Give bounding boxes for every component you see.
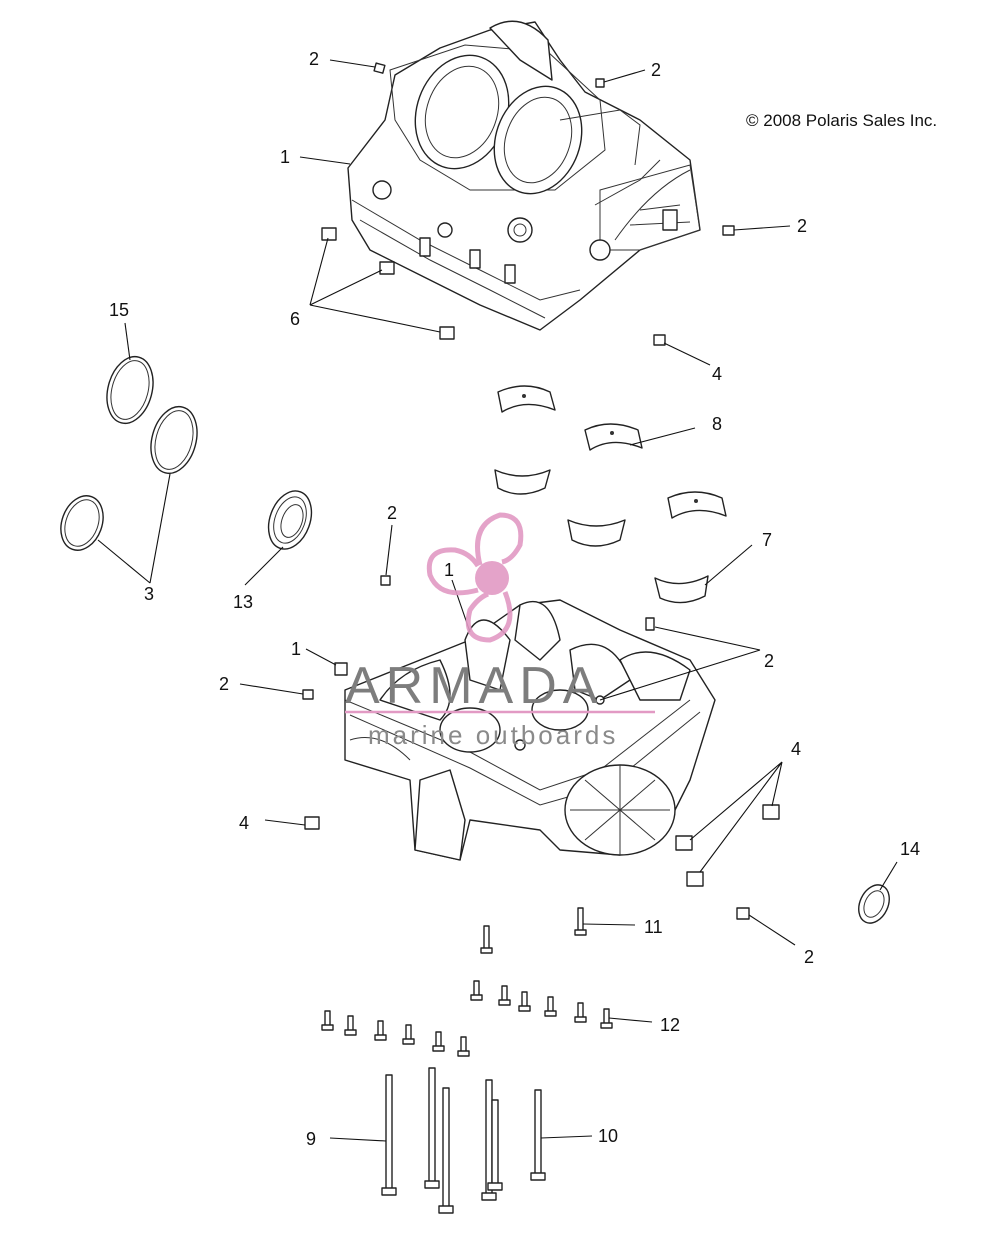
dowel-pins: [302, 62, 750, 920]
leader-lines: [97, 59, 898, 1142]
crank-seal: [858, 884, 890, 924]
callout-label: 4: [239, 813, 249, 833]
bearing-shell: [494, 469, 551, 495]
propeller-logo: [426, 512, 524, 643]
crank-seal: [267, 490, 313, 550]
callout-label: 1: [291, 639, 301, 659]
callout-label: 14: [900, 839, 920, 859]
callout-label: 1: [444, 560, 454, 580]
o-ring: [60, 495, 104, 551]
short-bolts: [321, 907, 613, 1057]
long-bolts: [381, 1067, 546, 1214]
callout-label: 11: [644, 917, 663, 937]
o-ring: [106, 355, 154, 425]
callout-label: 1: [280, 147, 290, 167]
callout-label: 4: [791, 739, 801, 759]
callout-label: 12: [660, 1015, 680, 1035]
bushings: [675, 804, 780, 887]
bearing-shell: [497, 385, 556, 413]
bearing-shell: [567, 519, 626, 547]
callout-label: 2: [309, 49, 319, 69]
callout-label: 2: [387, 503, 397, 523]
callout-label: 3: [144, 584, 154, 604]
bearing-shells: [494, 385, 727, 604]
callout-labels: 1 2 2 2 1 2 6 15 4 8 3 13 2 7 1 2 4 2 4 …: [109, 49, 920, 1149]
callout-label: 10: [598, 1126, 618, 1146]
bearing-shell: [654, 575, 709, 604]
callout-label: 2: [804, 947, 814, 967]
callout-label: 2: [219, 674, 229, 694]
bearing-shell: [667, 491, 727, 519]
callout-label: 15: [109, 300, 129, 320]
callout-label: 6: [290, 309, 300, 329]
copyright-notice: © 2008 Polaris Sales Inc.: [746, 111, 938, 130]
callout-label: 7: [762, 530, 772, 550]
plugs: [321, 227, 455, 340]
watermark-tagline: marine outboards: [368, 720, 618, 750]
callout-label: 4: [712, 364, 722, 384]
lower-crankcase: [344, 599, 716, 861]
o-ring: [150, 405, 198, 475]
callout-label: 9: [306, 1129, 316, 1149]
callout-label: 2: [764, 651, 774, 671]
bearing-shell: [584, 423, 643, 451]
callout-label: 13: [233, 592, 253, 612]
callout-label: 2: [651, 60, 661, 80]
watermark-brand: ARMADA: [345, 657, 603, 715]
upper-crankcase: [347, 20, 701, 331]
callout-label: 2: [797, 216, 807, 236]
armada-watermark: ARMADA marine outboards: [345, 512, 655, 750]
callout-label: 8: [712, 414, 722, 434]
